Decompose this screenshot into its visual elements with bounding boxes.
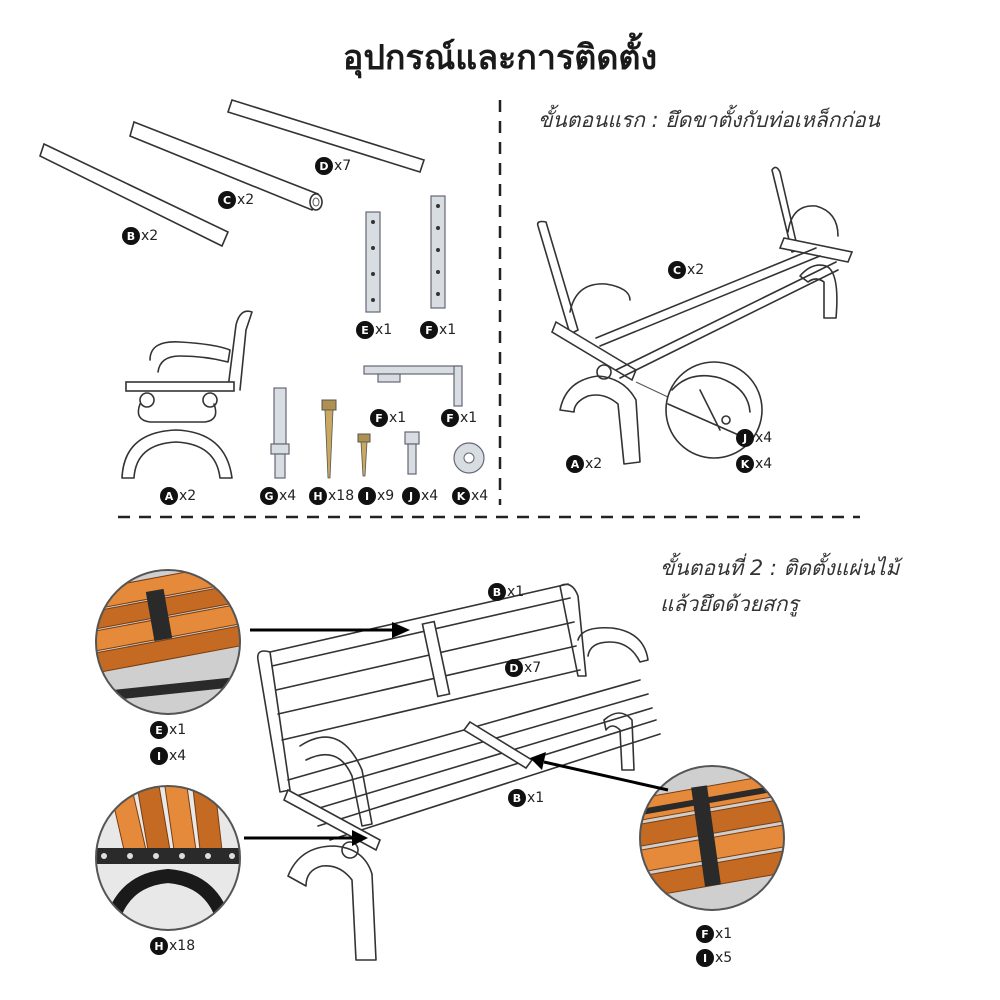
part-f-bracket [430, 195, 446, 309]
part-d-plank [226, 99, 426, 173]
hex-key-icon [363, 365, 463, 407]
arrow-to-seat-bracket [530, 752, 669, 792]
zoom-circle-seat-bracket [639, 765, 785, 911]
part-h-wood-screw [321, 399, 337, 479]
arrow-to-back-bracket [250, 622, 410, 638]
arrow-to-seat-screws [244, 830, 368, 846]
part-c-tube [129, 120, 323, 212]
part-i-screw [357, 433, 371, 477]
step2-caption-line2: แล้วยึดด้วยสกรู [660, 592, 799, 616]
step2-caption-line1: ขั้นตอนที่ 2 : ติดตั้งแผ่นไม้ [660, 556, 900, 580]
part-k-washer [453, 442, 485, 474]
zoom-circle-back-slats [95, 569, 241, 715]
zoom-circle-seat-screws [95, 785, 241, 931]
part-e-bracket [365, 211, 381, 313]
step1-frame-drawing [536, 166, 854, 465]
step1-caption: ขั้นตอนแรก : ยึดขาตั้งกับท่อเหล็กก่อน [538, 108, 881, 132]
part-g-anchor-bolt [270, 387, 290, 479]
part-j-bolt [404, 431, 420, 475]
part-b-plank [39, 142, 230, 248]
page-title: อุปกรณ์และการติดตั้ง [342, 38, 658, 78]
step2-bench-drawing [256, 583, 661, 961]
part-a-bench-end [121, 310, 253, 479]
